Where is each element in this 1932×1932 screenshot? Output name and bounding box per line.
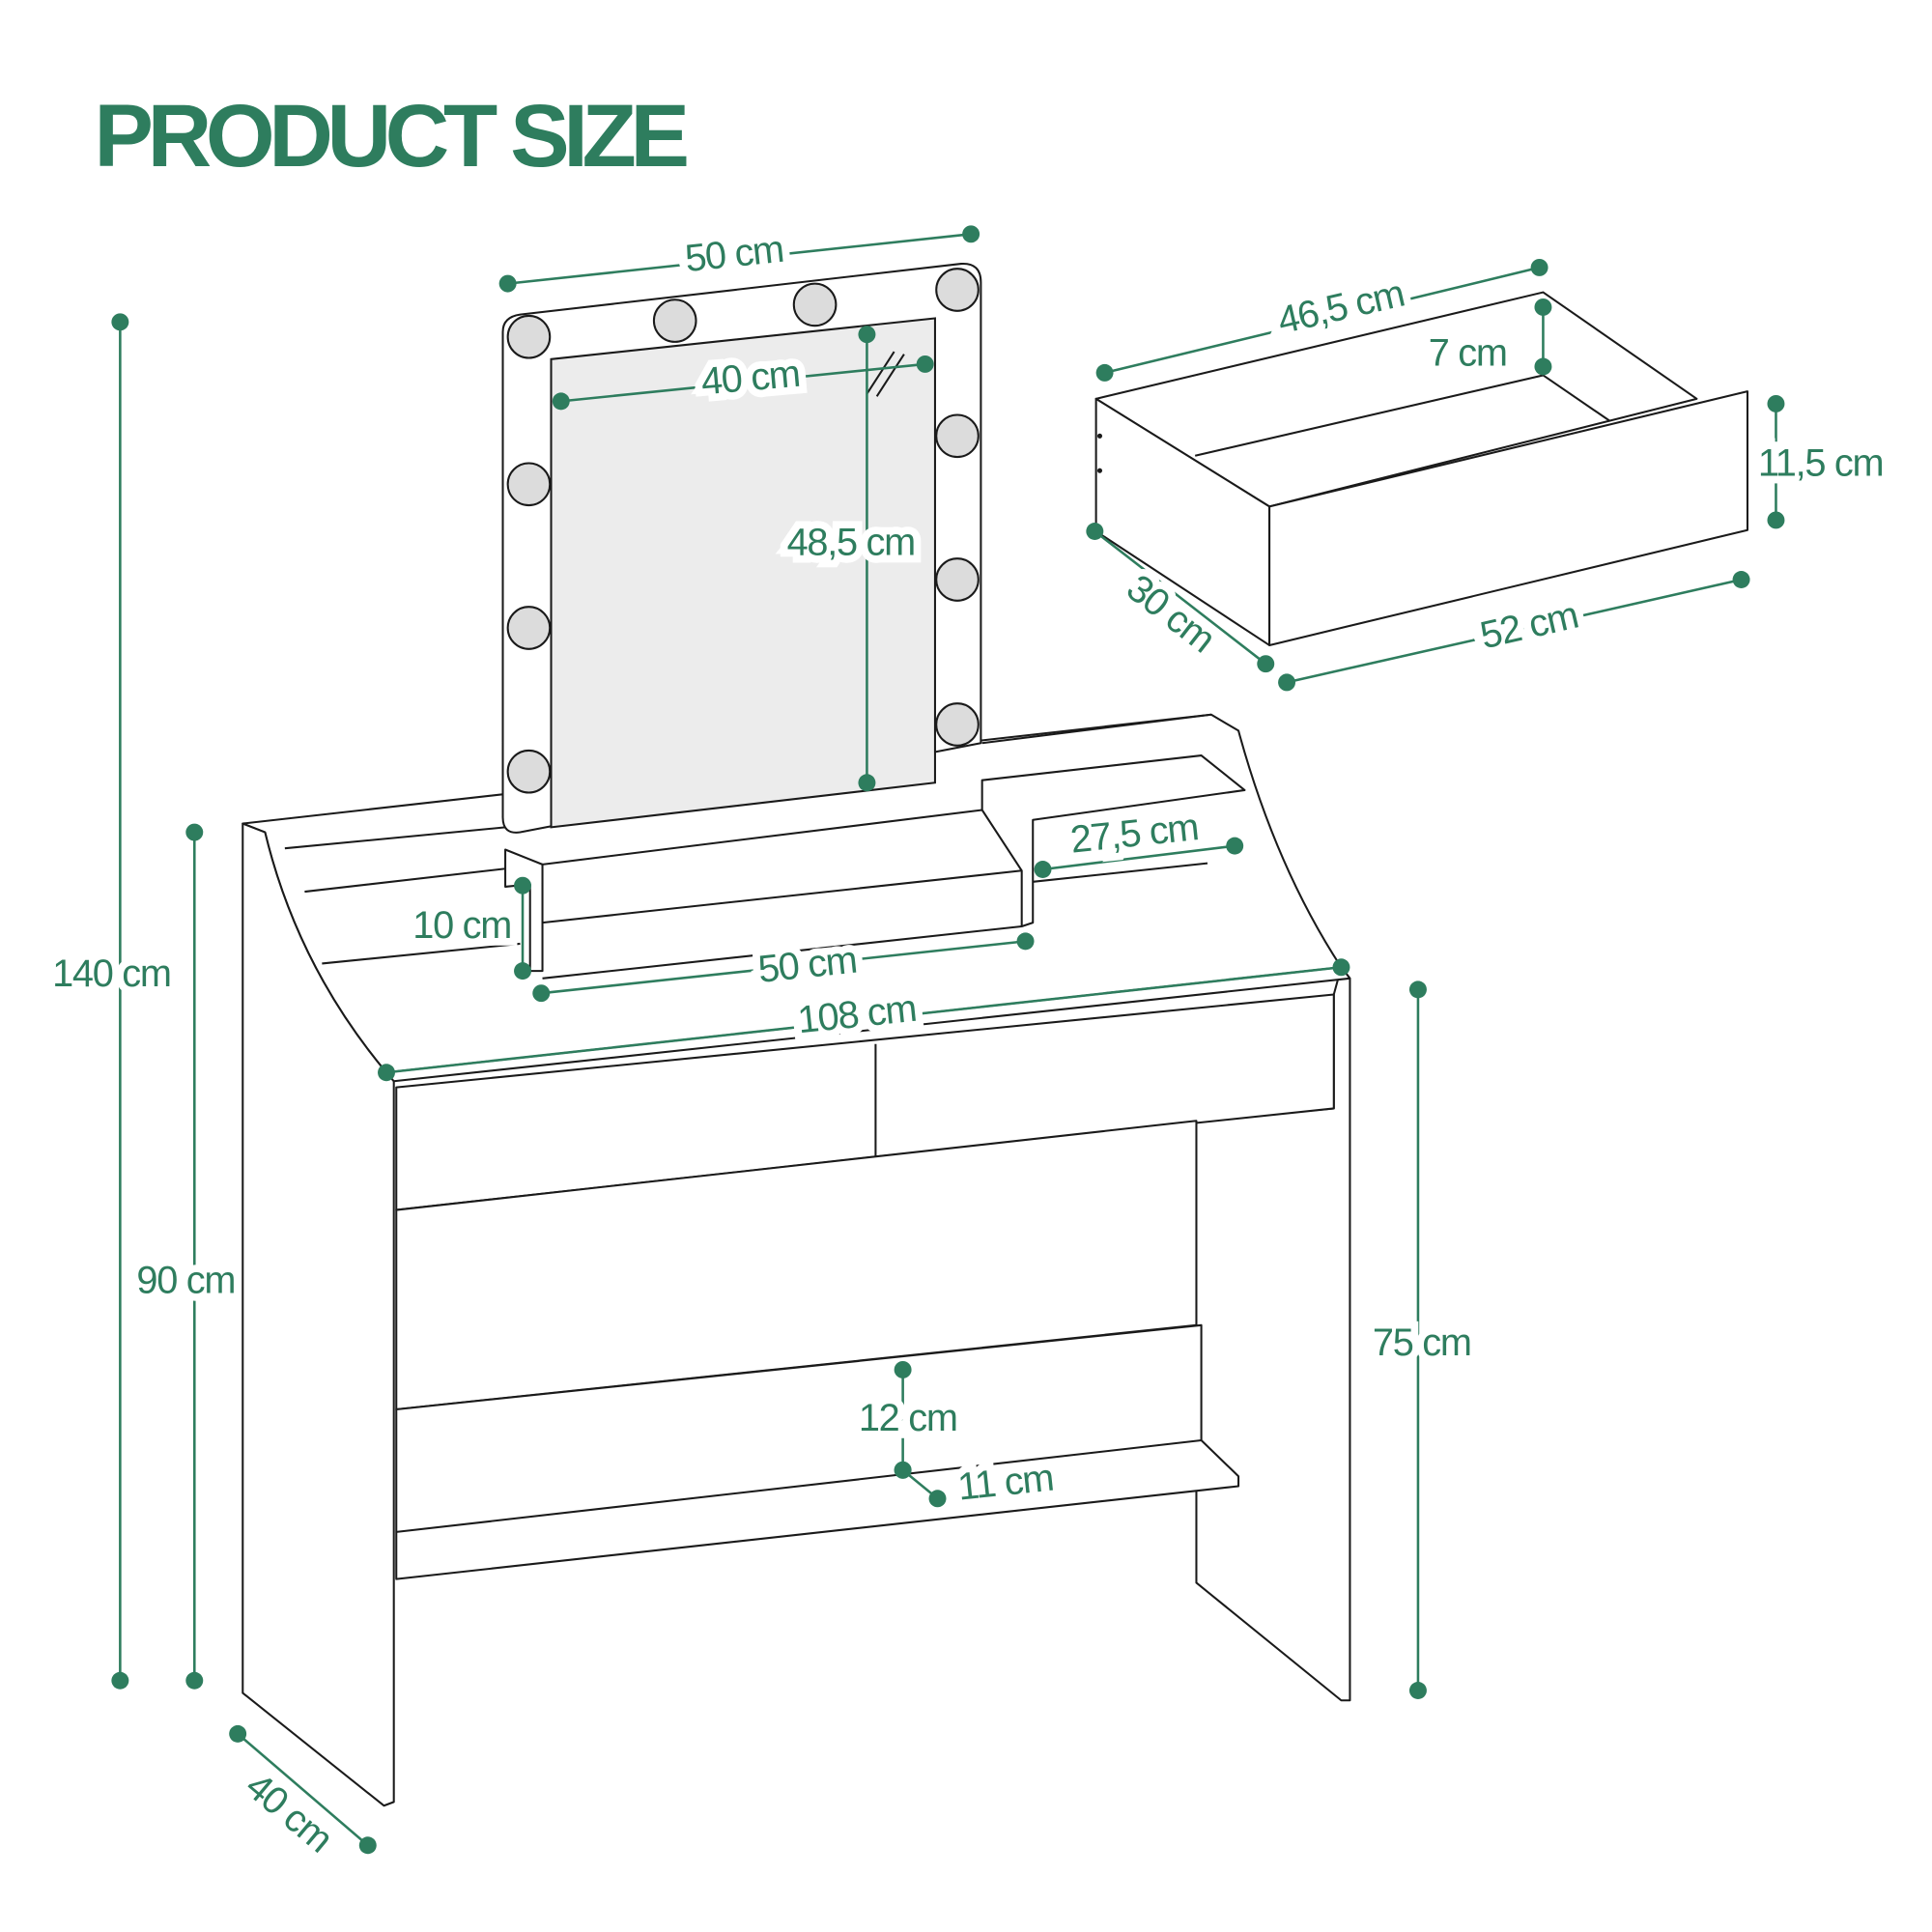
mirror-glass-width-label: 40 cm <box>699 353 801 404</box>
dimension-endpoint-dot <box>894 1461 912 1479</box>
dimension-endpoint-dot <box>1530 258 1548 276</box>
dimension-endpoint-dot <box>358 1836 377 1855</box>
dimension-endpoint-dot <box>532 984 551 1003</box>
dimension-endpoint-dot <box>111 1671 129 1690</box>
dimension-endpoint-dot <box>1534 298 1552 316</box>
dimension-endpoint-dot <box>185 823 204 841</box>
dimension-line <box>1286 578 1742 684</box>
dimension-line <box>560 362 925 403</box>
dimension-line <box>1042 844 1236 871</box>
dimension-endpoint-dot <box>962 225 980 243</box>
dimension-endpoint-dot <box>552 392 570 411</box>
dimension-endpoint-dot <box>928 1490 947 1508</box>
dimension-line <box>507 233 972 285</box>
dimension-endpoint-dot <box>111 313 129 331</box>
dimension-endpoint-dot <box>1408 980 1427 999</box>
dimension-endpoint-dot <box>185 1671 204 1690</box>
shelf-step-height-label: 10 cm <box>412 904 511 947</box>
dimension-endpoint-dot <box>1226 837 1244 855</box>
dimension-lines <box>111 225 1785 1855</box>
drawer-front-width-label: 52 cm <box>1476 594 1581 658</box>
dimension-endpoint-dot <box>1034 861 1052 878</box>
lower-shelf-gap-label: 12 cm <box>859 1397 957 1439</box>
vanity-desk-drawing <box>242 713 1351 1807</box>
dimension-endpoint-dot <box>1016 932 1035 951</box>
dimension-endpoint-dot <box>916 355 934 373</box>
dimension-endpoint-dot <box>498 274 517 293</box>
dimension-endpoint-dot <box>1408 1682 1427 1699</box>
drawer-inner-height-label: 7 cm <box>1429 331 1507 374</box>
dimension-line <box>237 1732 369 1847</box>
dimension-endpoint-dot <box>1732 571 1750 588</box>
hutch-height-label: 90 cm <box>136 1260 235 1302</box>
drawer-front-height-label: 11,5 cm <box>1758 442 1883 485</box>
dimension-endpoint-dot <box>229 1724 247 1743</box>
dimension-endpoint-dot <box>1278 673 1296 692</box>
dimension-line <box>541 940 1026 995</box>
dimension-endpoint-dot <box>894 1360 912 1378</box>
light-bulb-icons <box>506 268 980 794</box>
dimension-endpoint-dot <box>858 326 876 344</box>
dimension-endpoint-dot <box>1767 394 1785 412</box>
dimension-endpoint-dot <box>378 1064 395 1082</box>
dimension-endpoint-dot <box>1332 958 1350 977</box>
dimension-endpoint-dot <box>1767 511 1785 529</box>
mirror-glass-height-label: 48,5 cm <box>787 522 915 564</box>
page-title: PRODUCT SIZE <box>94 85 686 185</box>
dimension-endpoint-dot <box>1257 655 1275 673</box>
desk-height-label: 75 cm <box>1373 1321 1471 1364</box>
dimension-endpoint-dot <box>1095 363 1114 382</box>
dimension-endpoint-dot <box>858 774 876 792</box>
dimension-line <box>1094 529 1267 666</box>
dimension-line <box>1104 266 1540 375</box>
dimension-endpoint-dot <box>1086 523 1104 540</box>
dimension-line <box>385 966 1342 1074</box>
total-height-label: 140 cm <box>52 952 171 995</box>
dimension-endpoint-dot <box>514 962 531 980</box>
dimension-endpoint-dot <box>514 876 531 895</box>
drawer-drawing <box>1094 291 1749 646</box>
mirror-width-label: 50 cm <box>683 228 785 280</box>
mirror-drawing <box>501 263 982 834</box>
dimension-endpoint-dot <box>1534 357 1552 376</box>
